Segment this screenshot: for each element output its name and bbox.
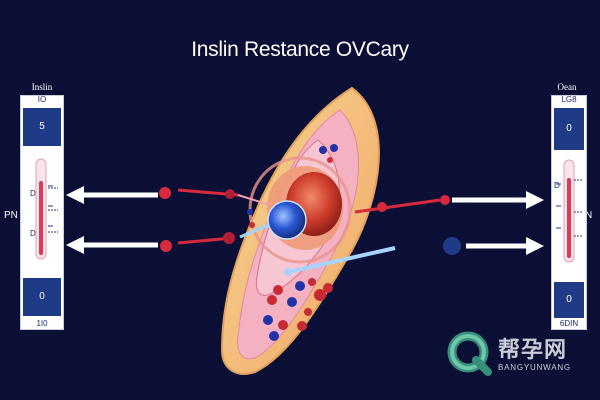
right-panel-footer: 6DIN	[559, 319, 579, 328]
left-panel-markers: D D	[30, 187, 58, 238]
right-arrow-bottom-icon	[466, 237, 544, 255]
left-panel-footer: 1I0	[36, 319, 48, 328]
right-panel-bottom-block: 0	[554, 282, 584, 318]
svg-text:D: D	[554, 181, 560, 190]
watermark-logo: 帮孕网 BANGYUNWANG	[444, 330, 594, 376]
diagram-title: Inslin Restance OVCary	[191, 38, 409, 61]
watermark-q-icon	[447, 331, 492, 376]
right-red-vessel	[354, 195, 450, 214]
left-panel-top-block: 5	[23, 108, 61, 146]
watermark-english-text: BANGYUNWANG	[498, 363, 571, 372]
left-thermometer-icon	[35, 158, 53, 260]
light-blue-vessel	[284, 237, 461, 276]
left-panel-header: IO	[37, 95, 47, 104]
blue-glucose-cell	[267, 200, 307, 240]
right-arrow-top-icon	[452, 191, 544, 209]
left-red-vessels	[159, 187, 271, 252]
svg-text:D: D	[30, 189, 36, 198]
left-arrow-bottom-icon	[66, 236, 158, 254]
right-side-label: N	[585, 210, 593, 221]
left-arrow-top-icon	[66, 186, 158, 204]
left-side-label: PN	[4, 210, 18, 221]
right-panel-top-label: Oean	[557, 82, 577, 92]
right-panel-header: LG8	[561, 95, 577, 104]
right-panel-markers: D	[554, 179, 582, 237]
blood-cells	[247, 144, 338, 341]
left-panel-top-label: Inslin	[31, 82, 53, 92]
svg-text:D: D	[30, 229, 36, 238]
left-gauge-panel: IO 5 0 1I0	[20, 95, 64, 330]
watermark-chinese-text: 帮孕网	[498, 338, 568, 363]
left-panel-bottom-block: 0	[23, 278, 61, 316]
right-thermometer-icon	[556, 159, 575, 263]
right-panel-top-block: 0	[554, 108, 584, 150]
